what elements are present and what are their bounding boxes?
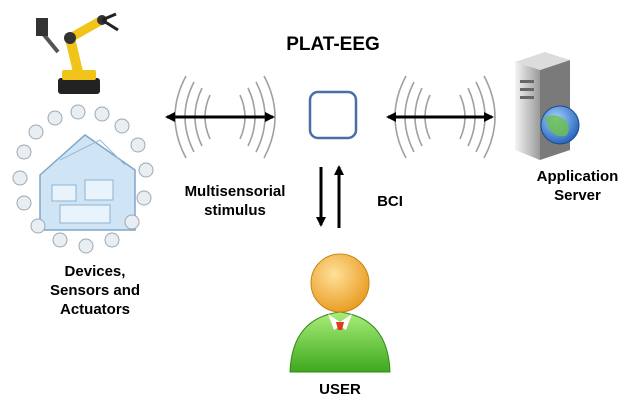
server-label-line-1: Application bbox=[536, 168, 619, 185]
server-label-line-2: Server bbox=[554, 187, 601, 204]
user-label: USER bbox=[319, 381, 361, 398]
server-label: Application Server bbox=[520, 167, 635, 205]
smart-home-icon bbox=[39, 134, 136, 231]
stimulus-label-line-1: Multisensorial bbox=[184, 183, 286, 200]
devices-label-line-1: Devices, bbox=[64, 263, 126, 280]
devices-label-line-2: Sensors and bbox=[49, 282, 141, 299]
bci-label: BCI bbox=[377, 193, 403, 210]
diagram-title: PLAT-EEG bbox=[286, 34, 380, 55]
application-server-icon bbox=[515, 52, 580, 160]
devices-label: Devices, Sensors and Actuators bbox=[20, 262, 170, 319]
user-avatar-icon bbox=[289, 253, 391, 373]
devices-label-line-3: Actuators bbox=[59, 301, 130, 318]
sensor-ring-icons bbox=[12, 104, 154, 254]
robot-arm-icon bbox=[36, 12, 119, 94]
platform-box-icon bbox=[308, 90, 358, 140]
stimulus-label-line-2: stimulus bbox=[204, 202, 266, 219]
stimulus-label: Multisensorial stimulus bbox=[170, 182, 300, 220]
